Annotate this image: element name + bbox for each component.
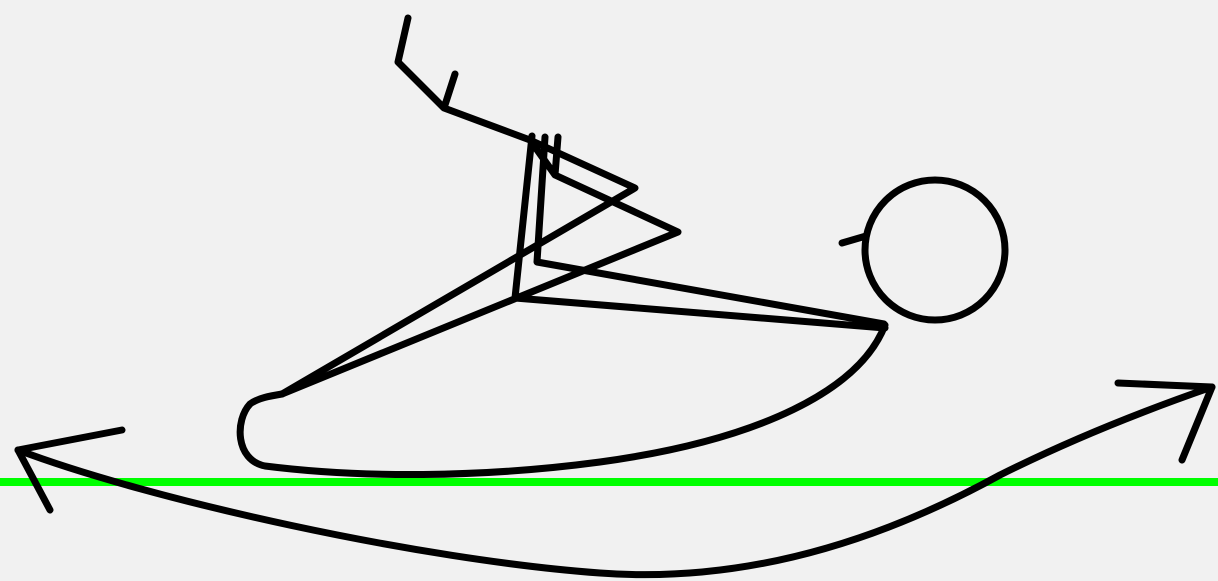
sketch-canvas — [0, 0, 1218, 581]
canvas-background — [0, 0, 1218, 581]
